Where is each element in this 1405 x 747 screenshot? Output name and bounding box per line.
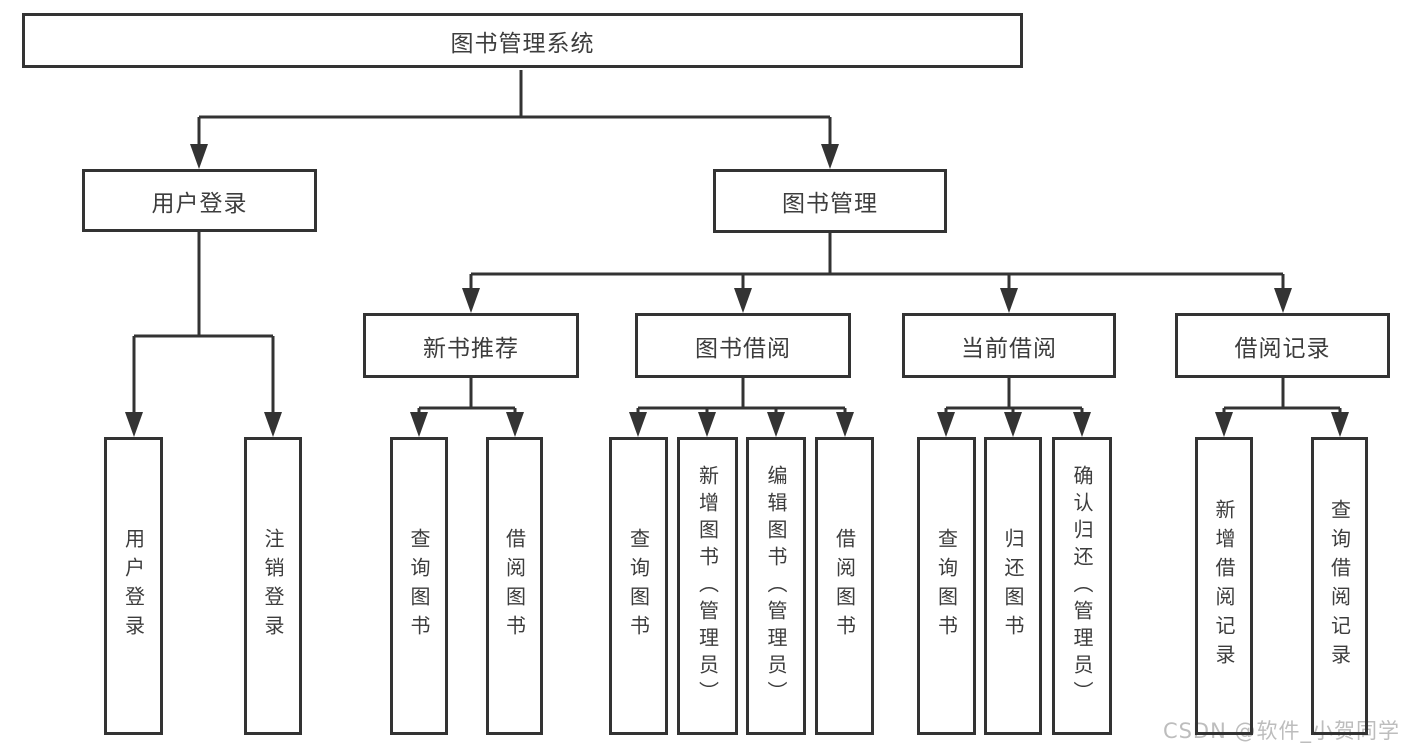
node-label: 新增图书（管理员） bbox=[695, 464, 720, 708]
node-label: 图书借阅 bbox=[695, 335, 791, 362]
node-book-borrowing: 图书借阅 bbox=[635, 313, 851, 378]
node-new-book-recommend: 新书推荐 bbox=[363, 313, 579, 378]
leaf-query-books-3: 查询图书 bbox=[917, 437, 976, 735]
node-label: 用户登录 bbox=[151, 190, 248, 217]
leaf-confirm-return-admin: 确认归还（管理员） bbox=[1052, 437, 1112, 735]
leaf-user-login: 用户登录 bbox=[104, 437, 163, 735]
node-label: 查询图书 bbox=[934, 528, 959, 644]
node-label: 查询图书 bbox=[626, 528, 651, 644]
leaf-query-books-1: 查询图书 bbox=[390, 437, 448, 735]
node-library-system: 图书管理系统 bbox=[22, 13, 1023, 68]
leaf-borrow-books-1: 借阅图书 bbox=[486, 437, 543, 735]
node-label: 当前借阅 bbox=[961, 335, 1057, 362]
leaf-edit-books-admin: 编辑图书（管理员） bbox=[746, 437, 806, 735]
node-borrowing-records: 借阅记录 bbox=[1175, 313, 1390, 378]
leaf-add-books-admin: 新增图书（管理员） bbox=[677, 437, 738, 735]
leaf-logout: 注销登录 bbox=[244, 437, 302, 735]
node-user-login: 用户登录 bbox=[82, 169, 317, 232]
node-label: 注销登录 bbox=[261, 528, 285, 644]
node-label: 新增借阅记录 bbox=[1212, 499, 1236, 673]
node-label: 查询图书 bbox=[407, 528, 431, 644]
leaf-query-books-2: 查询图书 bbox=[609, 437, 668, 735]
node-label: 归还图书 bbox=[1001, 528, 1025, 644]
node-label: 用户登录 bbox=[121, 528, 146, 644]
leaf-query-borrow-record: 查询借阅记录 bbox=[1311, 437, 1368, 735]
node-label: 借阅图书 bbox=[832, 528, 857, 644]
node-label: 图书管理 bbox=[782, 191, 878, 217]
node-label: 新书推荐 bbox=[423, 335, 519, 362]
node-label: 编辑图书（管理员） bbox=[764, 464, 788, 708]
leaf-borrow-books-2: 借阅图书 bbox=[815, 437, 874, 735]
node-label: 图书管理系统 bbox=[450, 30, 595, 57]
node-label: 查询借阅记录 bbox=[1327, 499, 1352, 673]
leaf-add-borrow-record: 新增借阅记录 bbox=[1195, 437, 1253, 735]
node-label: 借阅图书 bbox=[502, 528, 527, 644]
node-label: 借阅记录 bbox=[1234, 335, 1331, 362]
node-book-management: 图书管理 bbox=[713, 169, 947, 233]
node-current-borrowing: 当前借阅 bbox=[902, 313, 1116, 378]
node-label: 确认归还（管理员） bbox=[1070, 464, 1094, 708]
arrowheads bbox=[125, 144, 1349, 437]
leaf-return-books: 归还图书 bbox=[984, 437, 1042, 735]
csdn-watermark: CSDN @软件_小贺同学 bbox=[1162, 719, 1400, 743]
